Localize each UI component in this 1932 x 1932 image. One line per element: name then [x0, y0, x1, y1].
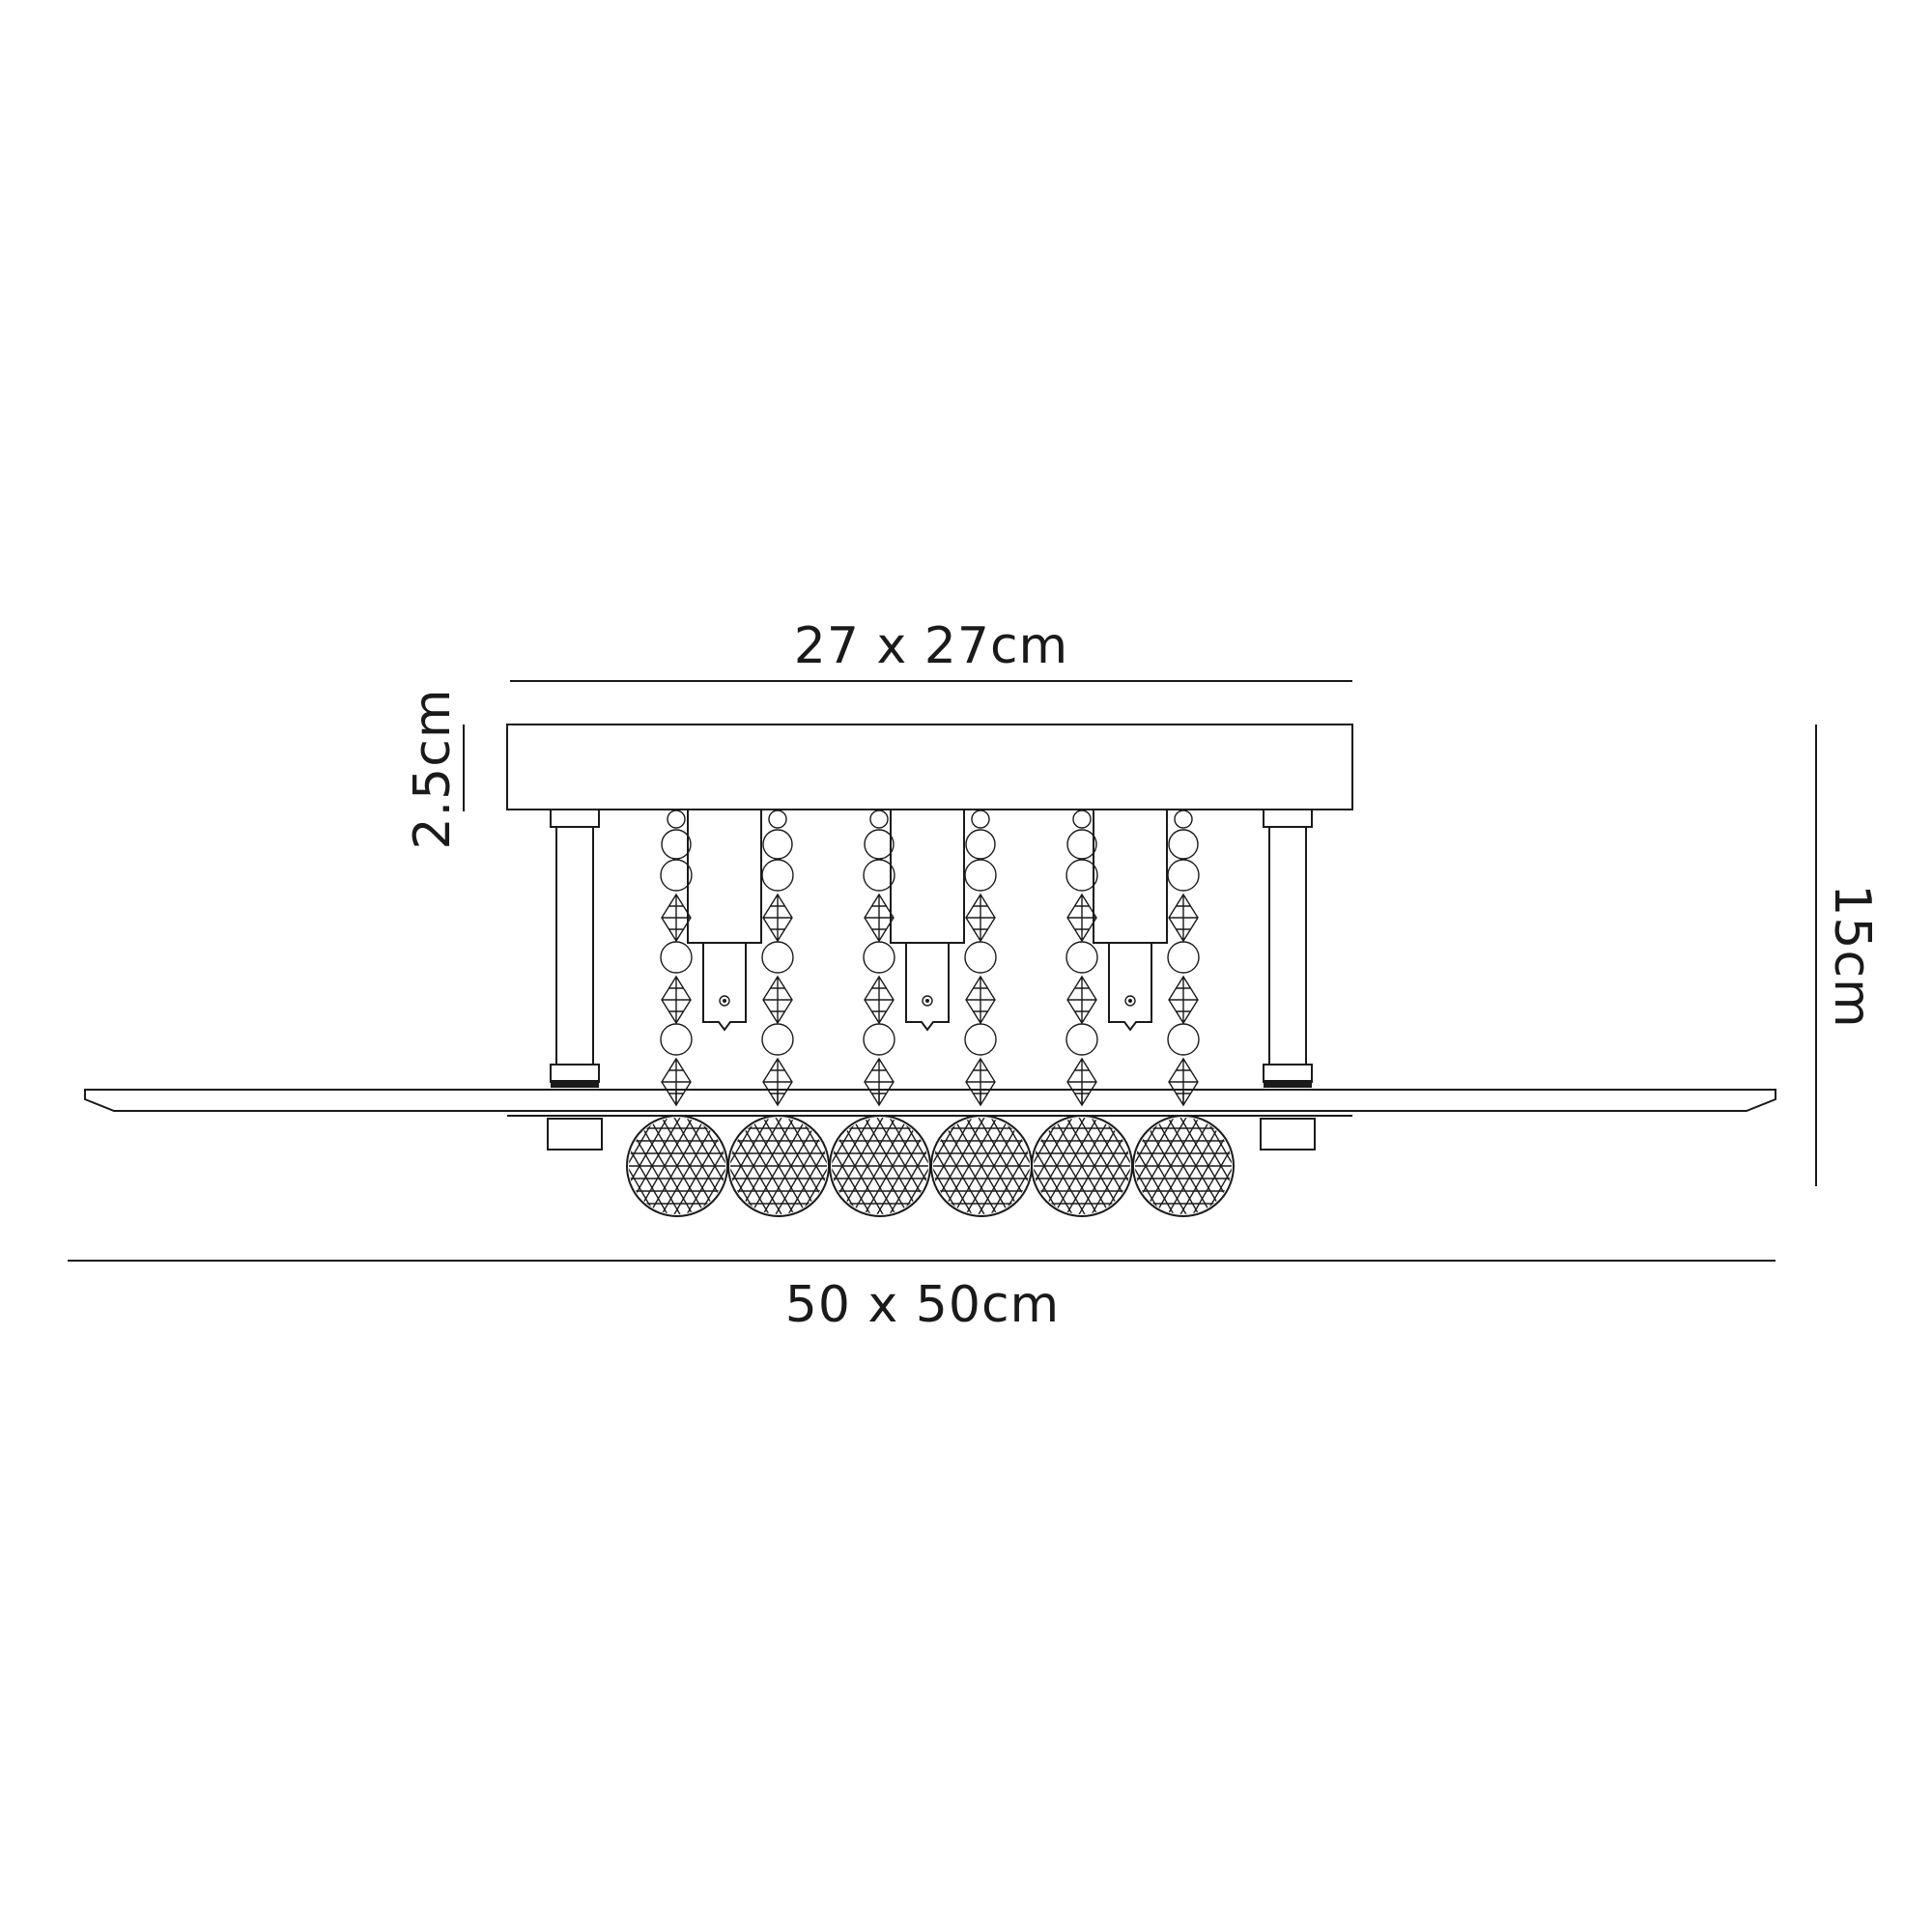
- glass-plate-outline: [84, 1089, 1776, 1112]
- top-width-dimension: 27 x 27cm: [510, 617, 1352, 682]
- bottom-width-label: 50 x 50cm: [785, 1276, 1060, 1334]
- total-height-label: 15cm: [1823, 884, 1881, 1028]
- crystal-sphere-6: [1132, 1115, 1235, 1217]
- lamp-holders: [687, 809, 1168, 1032]
- lamp-holder-1: [687, 809, 762, 1032]
- crystal-sphere-1: [626, 1115, 728, 1217]
- canopy-height-dimension: 2.5cm: [404, 689, 465, 850]
- ceiling-canopy: [506, 724, 1353, 810]
- crystal-spheres: [626, 1115, 1235, 1217]
- lamp-holder-3: [1093, 809, 1168, 1032]
- bead-strand-1: [660, 810, 693, 1107]
- crystal-sphere-2: [727, 1115, 830, 1217]
- top-width-label: 27 x 27cm: [794, 617, 1068, 675]
- bead-strand-3: [863, 810, 895, 1107]
- crystal-sphere-4: [930, 1115, 1033, 1217]
- crystal-sphere-5: [1031, 1115, 1133, 1217]
- lamp-holder-2: [890, 809, 965, 1032]
- total-height-dimension: 15cm: [1815, 724, 1881, 1186]
- glass-plate: [84, 1089, 1776, 1117]
- bead-strand-2: [761, 810, 794, 1107]
- bead-strand-5: [1065, 810, 1098, 1107]
- canopy-height-label: 2.5cm: [404, 689, 462, 850]
- support-rods: [547, 809, 1316, 1151]
- bottom-width-dimension: 50 x 50cm: [68, 1260, 1776, 1334]
- bead-strand-6: [1167, 810, 1200, 1107]
- bead-strand-4: [964, 810, 997, 1107]
- bead-strands: [660, 810, 1200, 1107]
- support-rod-left: [547, 809, 603, 1151]
- support-rod-right: [1260, 809, 1316, 1151]
